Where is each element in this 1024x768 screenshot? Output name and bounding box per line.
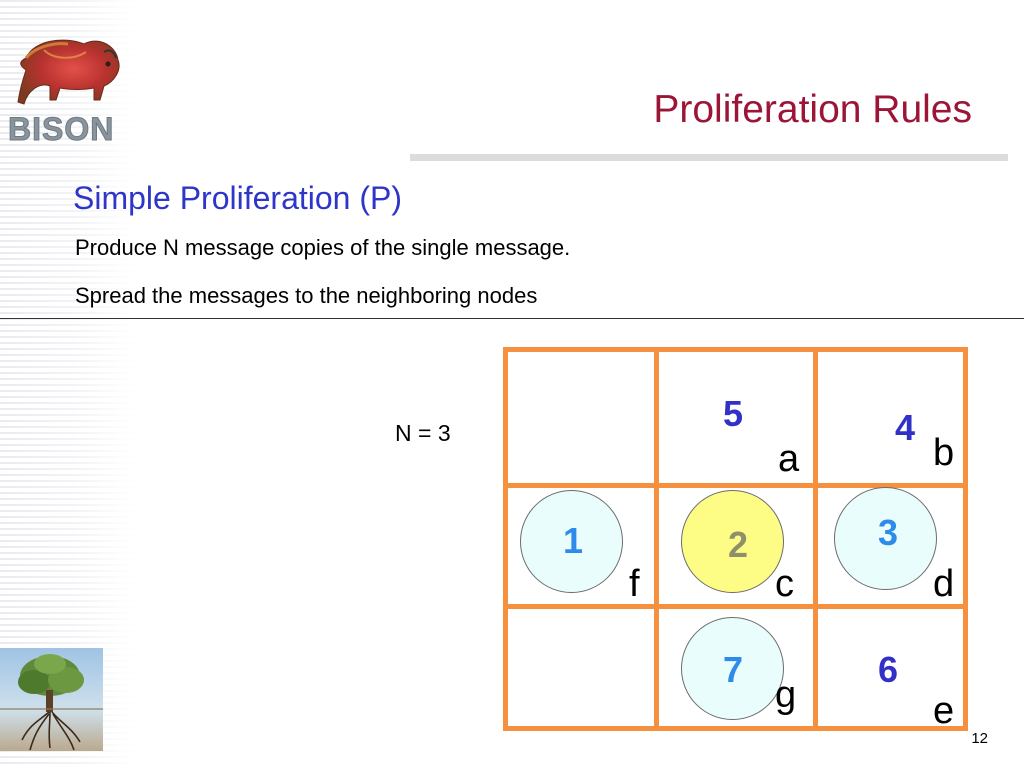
node-label-d: d: [933, 563, 955, 605]
left-stripe-decoration: [0, 0, 135, 768]
node-circle-2: [681, 490, 784, 593]
grid-line-vertical-2: [813, 347, 818, 731]
grid-line-vertical-1: [654, 347, 659, 731]
node-label-c: c: [775, 563, 794, 605]
node-label-e: e: [933, 690, 955, 732]
message-count-7: 7: [723, 649, 744, 690]
logo-text: BISON: [7, 111, 115, 148]
message-count-3: 3: [878, 512, 899, 553]
node-circle-1: [520, 490, 623, 593]
grid-line-horizontal-1: [503, 483, 968, 488]
node-circle-7: [681, 617, 784, 720]
grid-line-horizontal-2: [503, 604, 968, 609]
node-label-b: b: [933, 432, 955, 474]
grid-border: [503, 347, 968, 731]
node-grid: 1 2 3 7 5 4 6 a b f c d g e: [503, 347, 968, 732]
horizontal-divider: [0, 318, 1024, 319]
page-title: Proliferation Rules: [653, 88, 972, 131]
title-underline: [410, 154, 1008, 161]
message-count-2: 2: [728, 524, 749, 565]
message-count-6: 6: [878, 649, 899, 690]
n-value-label: N = 3: [395, 420, 451, 446]
message-count-5: 5: [723, 393, 744, 434]
message-count-1: 1: [563, 520, 584, 561]
bison-icon: [17, 39, 120, 105]
tree-icon: [0, 648, 103, 751]
node-label-f: f: [629, 563, 640, 605]
bullet-text-1: Produce N message copies of the single m…: [75, 235, 571, 260]
message-count-4: 4: [895, 407, 916, 448]
node-label-g: g: [775, 674, 797, 716]
section-subtitle: Simple Proliferation (P): [73, 180, 402, 216]
node-label-a: a: [778, 438, 800, 480]
page-number: 12: [971, 730, 988, 747]
bullet-text-2: Spread the messages to the neighboring n…: [75, 283, 538, 308]
node-circle-3: [834, 487, 937, 590]
